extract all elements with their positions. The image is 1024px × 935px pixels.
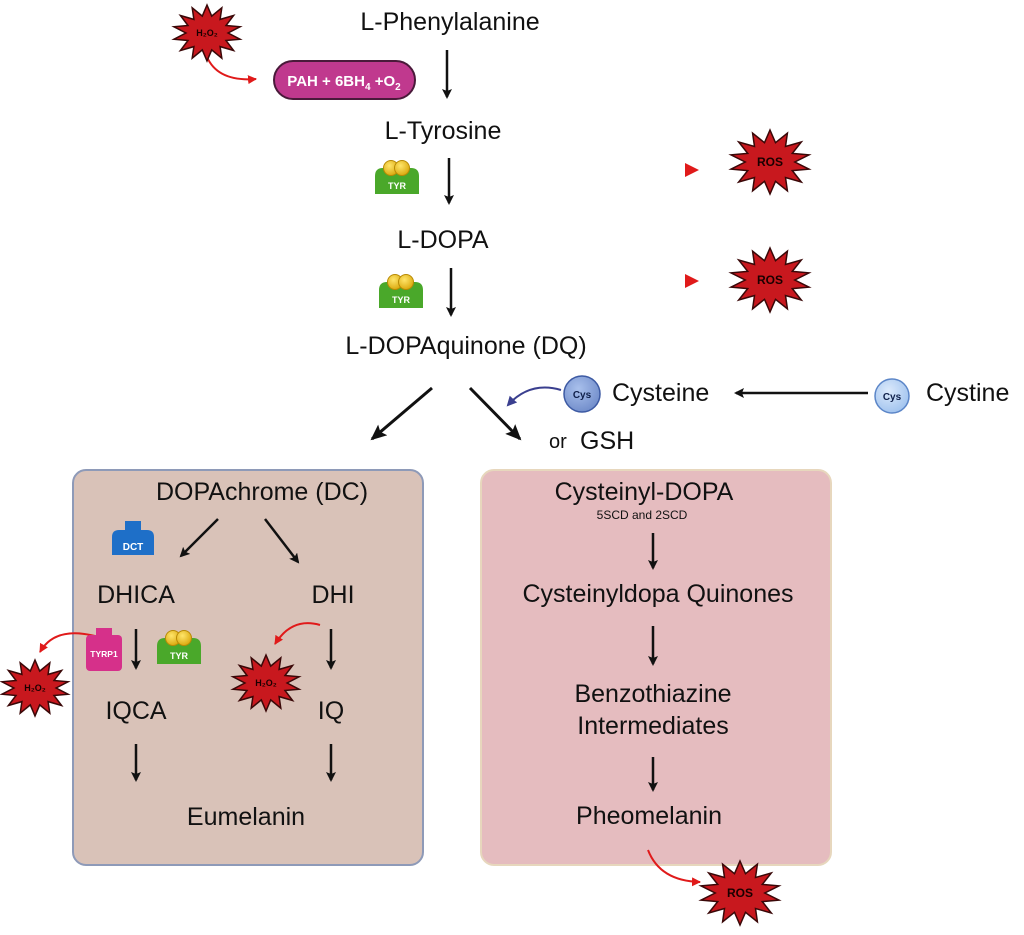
ros-label: ROS (757, 273, 783, 287)
label-iq: IQ (317, 697, 345, 725)
ros-burst-icon: ROS (728, 128, 812, 196)
h2o2-burst-icon: H₂O₂ (171, 3, 243, 63)
label-cysteinyldopa-quinones: Cysteinyldopa Quinones (522, 580, 794, 608)
cys-icon: Cys (874, 378, 910, 414)
label-pheomelanin: Pheomelanin (576, 802, 722, 830)
label-5scd-2scd: 5SCD and 2SCD (596, 508, 688, 522)
ros-burst-icon: ROS (728, 246, 812, 314)
svg-text:TYR: TYR (392, 295, 411, 305)
label-iqca: IQCA (105, 697, 167, 725)
tyr-enzyme-icon: TYR (379, 274, 423, 308)
label-cystine: Cystine (926, 379, 1010, 407)
cys-icon: Cys (563, 375, 601, 413)
h2o2-burst-icon: H₂O₂ (0, 658, 71, 718)
svg-text:TYR: TYR (170, 651, 189, 661)
arrow-tyrp1-to-h2o2 (39, 632, 96, 653)
arrow-dhi-to-h2o2 (274, 622, 321, 645)
arrow-dc-to-dhi (264, 518, 300, 564)
ros-label: ROS (757, 155, 783, 169)
tyrp1-enzyme-icon: TYRP1 (86, 628, 122, 671)
label-dhi: DHI (311, 581, 355, 609)
label-dopaquinone: L-DOPAquinone (DQ) (345, 332, 587, 360)
label-tyrosine: L-Tyrosine (384, 117, 502, 145)
ros-arrow-dopa-head (685, 274, 699, 288)
pah-cofactor-badge: PAH + 6BH4 +O2 (273, 60, 416, 100)
arrow-h2o2-to-pah (206, 56, 257, 85)
svg-text:PAH + 6BH4 +O2: PAH + 6BH4 +O2 (287, 73, 401, 93)
arrow-dq-to-dopachrome (370, 386, 433, 441)
h2o2-label: H₂O₂ (24, 683, 46, 693)
label-gsh: GSH (580, 427, 635, 455)
label-dopachrome: DOPAchrome (DC) (155, 478, 369, 506)
label-cysteine: Cysteine (612, 379, 710, 407)
label-cysteinyl-dopa: Cysteinyl-DOPA (554, 478, 734, 506)
ros-label: ROS (727, 886, 753, 900)
label-phenylalanine: L-Phenylalanine (360, 8, 540, 36)
arrow-dq-to-cysteinyl (468, 386, 522, 441)
svg-text:Cys: Cys (883, 392, 902, 403)
svg-text:TYR: TYR (388, 181, 407, 191)
svg-text:TYRP1: TYRP1 (90, 649, 118, 659)
tyr-enzyme-icon: TYR (157, 630, 201, 664)
label-or: or (549, 431, 567, 453)
svg-text:DCT: DCT (123, 542, 144, 553)
label-intermediates: Intermediates (577, 712, 729, 740)
ros-burst-icon: ROS (698, 859, 782, 927)
pheomelanin-pathway-box (480, 469, 832, 866)
tyr-enzyme-icon: TYR (375, 160, 419, 194)
label-dopa: L-DOPA (397, 226, 489, 254)
arrow-cys-to-dq (506, 386, 562, 407)
arrow-pheomelanin-to-ros (647, 849, 701, 887)
label-dhica: DHICA (97, 581, 175, 609)
svg-text:Cys: Cys (573, 390, 592, 401)
h2o2-burst-icon: H₂O₂ (230, 653, 302, 713)
h2o2-label: H₂O₂ (196, 28, 218, 38)
label-benzothiazine: Benzothiazine (574, 680, 732, 708)
arrow-dc-to-dhica (179, 518, 219, 558)
label-eumelanin: Eumelanin (186, 803, 306, 831)
dct-enzyme-icon: DCT (112, 521, 154, 555)
h2o2-label: H₂O₂ (255, 678, 277, 688)
ros-arrow-tyrosine-head (685, 163, 699, 177)
